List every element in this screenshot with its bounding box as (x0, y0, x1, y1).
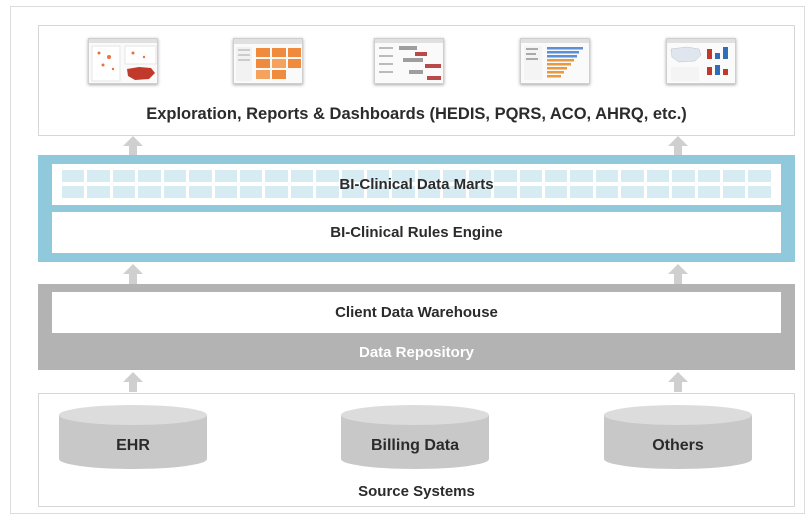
up-arrow-icon (668, 372, 688, 392)
billing-data-database-icon: Billing Data (341, 405, 489, 469)
others-label: Others (652, 437, 704, 454)
orange-grid-thumbnail (233, 38, 303, 84)
others-database-icon: Others (604, 405, 752, 469)
up-arrow-icon (668, 264, 688, 284)
data-marts-box: BI-Clinical Data Marts (52, 164, 781, 205)
data-marts-row (62, 186, 771, 198)
up-arrow-icon (123, 136, 143, 156)
billing-data-label: Billing Data (370, 437, 459, 454)
ehr-label: EHR (116, 437, 150, 454)
chart-dashboard-thumbnail (666, 38, 736, 84)
rules-engine-box: BI-Clinical Rules Engine (52, 212, 781, 253)
data-repository-label: Data Repository (358, 344, 475, 361)
diagram-frame (10, 6, 805, 514)
map-dashboard-thumbnail (88, 38, 158, 84)
data-warehouse-label: Client Data Warehouse (335, 304, 498, 321)
up-arrow-icon (123, 264, 143, 284)
source-systems-label: Source Systems (358, 483, 475, 500)
data-warehouse-box: Client Data Warehouse (52, 292, 781, 333)
gantt-report-thumbnail (374, 38, 444, 84)
dashboards-title: Exploration, Reports & Dashboards (HEDIS… (146, 105, 687, 123)
data-marts-row (62, 170, 771, 182)
bar-list-thumbnail (520, 38, 590, 84)
ehr-database-icon: EHR (59, 405, 207, 469)
dashboards-box: Exploration, Reports & Dashboards (HEDIS… (38, 25, 795, 136)
up-arrow-icon (668, 136, 688, 156)
up-arrow-icon (123, 372, 143, 392)
data-marts-label: BI-Clinical Data Marts (339, 176, 494, 193)
rules-engine-label: BI-Clinical Rules Engine (330, 224, 503, 241)
